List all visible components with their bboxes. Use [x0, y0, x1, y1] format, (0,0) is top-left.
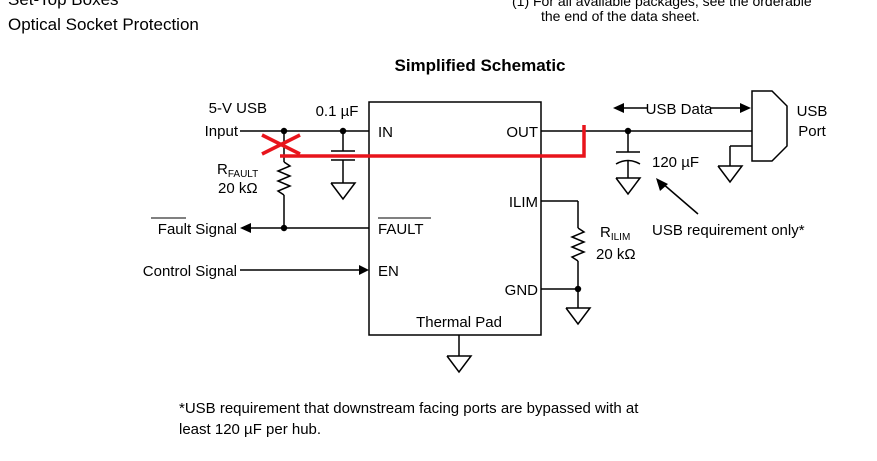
pin-fault-label: FAULT	[378, 221, 424, 238]
junction-in-cap	[339, 127, 347, 135]
application-list-item-optical: Optical Socket Protection	[8, 15, 199, 34]
schematic-title: Simplified Schematic	[395, 56, 566, 75]
pin-en-label: EN	[378, 263, 399, 280]
junctions	[280, 127, 632, 293]
bottom-note-line-2: least 120 µF per hub.	[179, 421, 322, 438]
gnd-ground-symbol	[565, 307, 592, 326]
rfault-value-label: 20 kΩ	[218, 180, 258, 197]
rfault-sub: FAULT	[228, 169, 258, 180]
usb-req-arrow-line	[661, 182, 699, 215]
junction-gnd	[574, 285, 582, 293]
junction-fault	[280, 224, 288, 232]
red-bypass-wire	[280, 125, 586, 158]
bottom-note-line-1: *USB requirement that downstream facing …	[179, 400, 639, 417]
usb-ground-symbol	[717, 165, 744, 184]
usb-port-label-line1: USB	[797, 103, 828, 120]
footnote-line-1: (1) For all available packages, see the …	[512, 0, 812, 9]
pin-gnd-label: GND	[505, 282, 539, 299]
pin-ilim-label: ILIM	[509, 194, 538, 211]
cin-ground-symbol	[330, 182, 357, 201]
red-markup	[261, 125, 586, 158]
thermal-ground-symbol	[446, 355, 473, 374]
wiring	[240, 90, 788, 374]
usb-requirement-label: USB requirement only*	[652, 222, 805, 239]
rilim-name-label: RILIM	[600, 224, 630, 243]
usb-req-arrowhead	[656, 178, 668, 191]
thermal-pad-label: Thermal Pad	[416, 314, 502, 331]
usb-data-right-arrowhead	[740, 103, 751, 113]
pin-in-label: IN	[378, 124, 393, 141]
fault-signal-label: Fault Signal	[158, 221, 237, 238]
rilim-zigzag	[570, 227, 586, 262]
cin-value-label: 0.1 µF	[316, 103, 359, 120]
usb-data-left-arrowhead	[613, 103, 624, 113]
arrowheads	[240, 103, 751, 275]
en-arrowhead	[359, 265, 369, 275]
supply-label: 5-V USB	[209, 100, 267, 117]
control-signal-label: Control Signal	[143, 263, 237, 280]
fault-arrowhead	[240, 223, 251, 233]
rilim-value-label: 20 kΩ	[596, 246, 636, 263]
red-cross-stroke-2	[261, 133, 301, 156]
pin-out-label: OUT	[506, 124, 538, 141]
rilim-main: R	[600, 224, 611, 241]
cout-ground-symbol	[615, 177, 642, 196]
cout-value-label: 120 µF	[652, 154, 699, 171]
usb-data-label: USB Data	[646, 101, 713, 118]
junction-in-rfault	[280, 127, 288, 135]
rfault-zigzag	[276, 161, 292, 196]
input-label: Input	[205, 123, 239, 140]
rfault-main: R	[217, 161, 228, 178]
footnote-line-2: the end of the data sheet.	[541, 8, 700, 24]
junction-out-cap	[624, 127, 632, 135]
ic-body	[368, 101, 542, 336]
rilim-sub: ILIM	[611, 232, 630, 243]
usb-port-label-line2: Port	[798, 123, 826, 140]
application-list-item-settop: Set-Top Boxes	[8, 0, 119, 10]
rfault-name-label: RFAULT	[217, 161, 258, 180]
usb-port-shape	[751, 90, 788, 162]
